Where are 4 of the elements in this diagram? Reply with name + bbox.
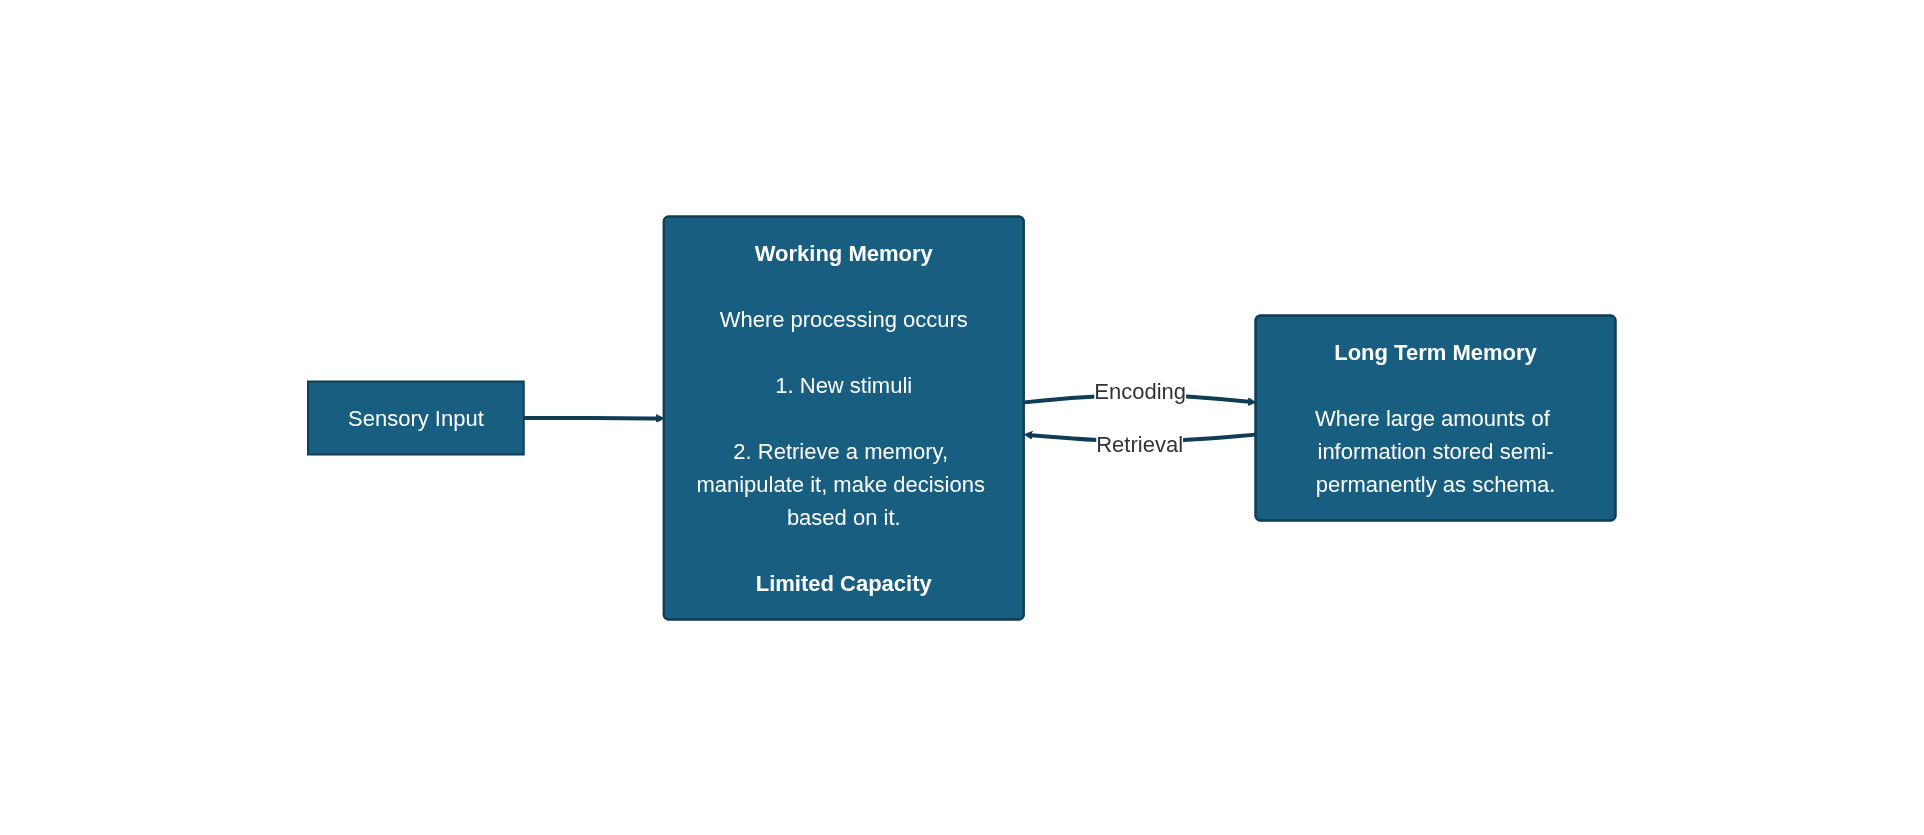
- arrow: [524, 413, 665, 423]
- edge-label: Encoding: [1094, 378, 1187, 404]
- edge-label: Retrieval: [1096, 431, 1184, 457]
- node-box: Sensory Input: [307, 380, 525, 455]
